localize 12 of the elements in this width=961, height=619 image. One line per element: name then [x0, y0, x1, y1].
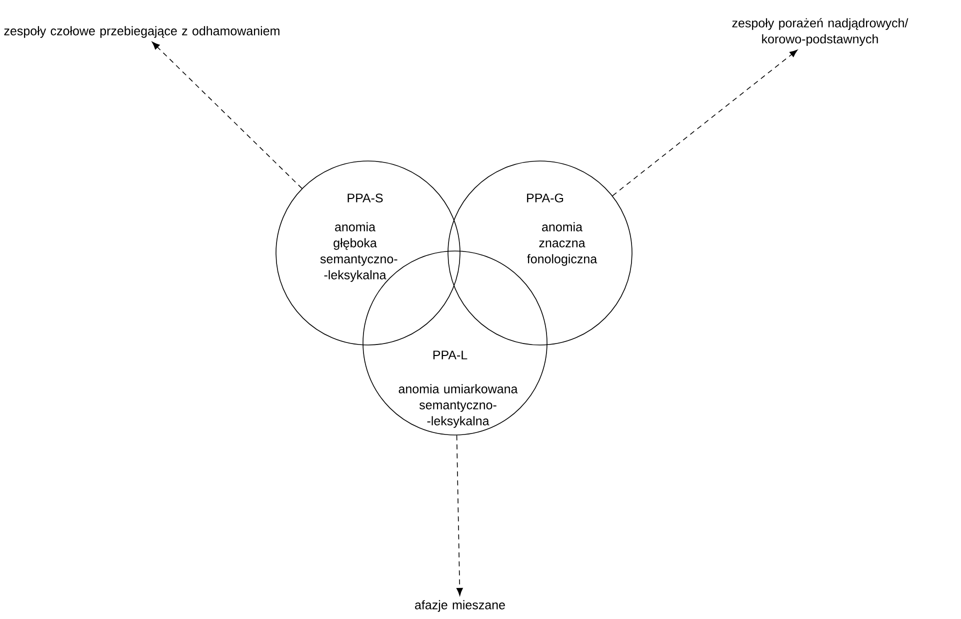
dashed-arrow: [612, 50, 798, 196]
dashed-arrow: [152, 42, 302, 189]
dashed-arrow: [456, 434, 463, 596]
circle-heading: PPA-L: [433, 350, 468, 360]
circle-heading: PPA-G: [527, 194, 564, 202]
circle-text: anomia głęboka semantyczno- -leksykalna: [320, 222, 398, 282]
outcome-text: zespoły porażeń nadjądrowych/ korowo-podstawnych: [732, 18, 908, 46]
circle-heading: PPA-S: [348, 194, 383, 202]
circle-text: anomia znaczna fonologiczna: [527, 222, 598, 266]
outcome-text: zespoły czołowe przebiegające z odhamowaniem: [4, 26, 280, 38]
outcome-text: afazje mieszane: [415, 600, 505, 612]
circle-text: anomia umiarkowana semantyczno- -leksykalna: [398, 384, 518, 428]
